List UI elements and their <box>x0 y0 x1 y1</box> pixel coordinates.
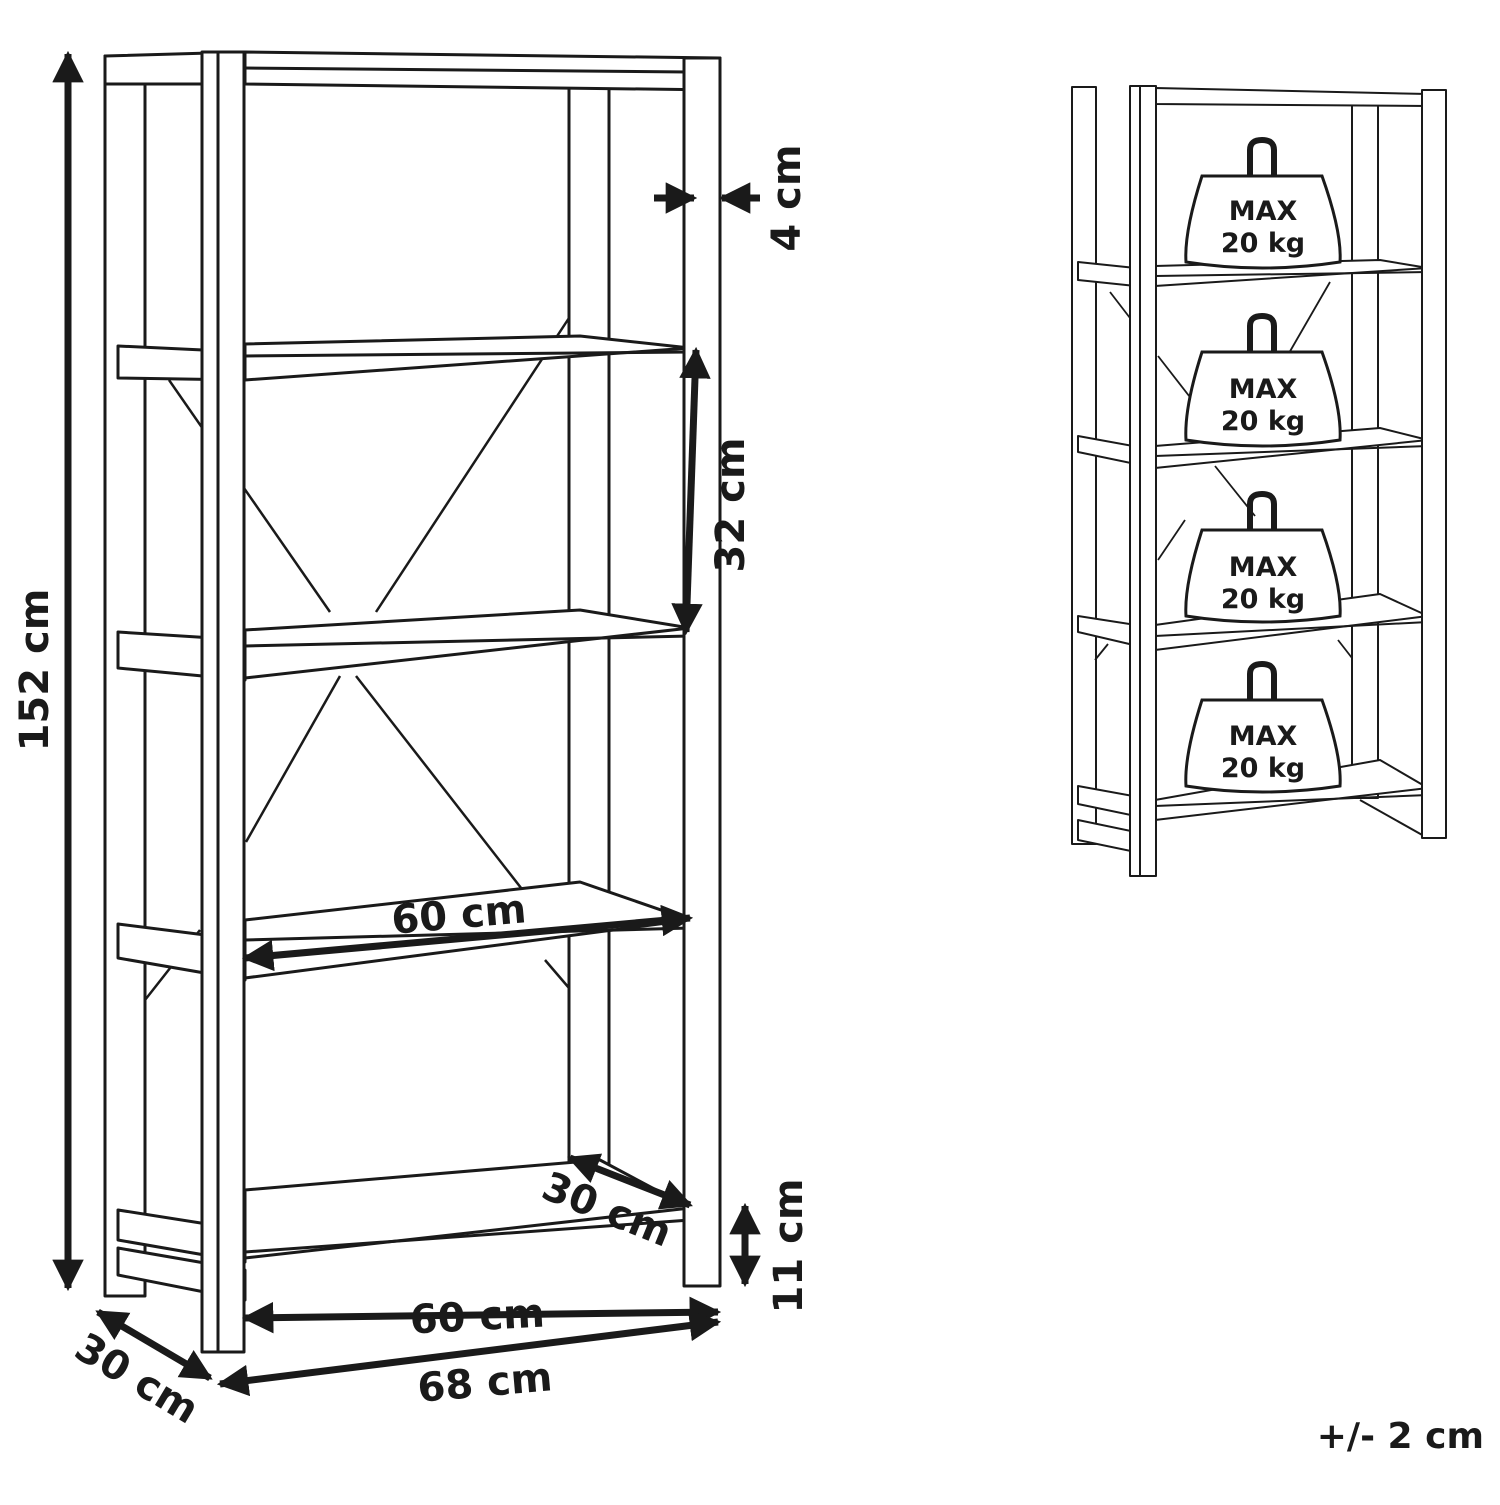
height-label: 152 cm <box>12 589 58 752</box>
shelf-2 <box>243 334 692 382</box>
load-label-line2: 20 kg <box>1221 584 1305 615</box>
shelf-gap-label: 32 cm <box>708 438 754 573</box>
shelf-width-arrow <box>241 904 694 972</box>
load-label-line1: MAX <box>1229 721 1298 752</box>
load-weight-1: MAX 20 kg <box>1184 136 1342 270</box>
shelf-drawing-large <box>103 50 722 1354</box>
shelf-depth-arrow <box>567 1153 693 1210</box>
thickness-label: 4 cm <box>764 144 810 251</box>
load-label-line1: MAX <box>1229 196 1298 227</box>
load-label-line2: 20 kg <box>1221 753 1305 784</box>
front-right-leg <box>682 56 722 1288</box>
clearance-label: 11 cm <box>766 1179 812 1314</box>
outer-width-label: 68 cm <box>416 1354 554 1412</box>
front-left-leg <box>200 50 246 1354</box>
tolerance-note: +/- 2 cm <box>1317 1416 1484 1457</box>
outer-width-arrow <box>216 1309 722 1397</box>
load-weight-3: MAX 20 kg <box>1184 490 1342 624</box>
load-label-line1: MAX <box>1229 374 1298 405</box>
load-weight-4: MAX 20 kg <box>1184 660 1342 794</box>
load-label-line2: 20 kg <box>1221 406 1305 437</box>
dimension-arrows <box>52 50 761 1397</box>
outer-depth-arrow <box>95 1308 213 1382</box>
load-label-line2: 20 kg <box>1221 228 1305 259</box>
cross-braces <box>144 317 571 1001</box>
shelves <box>243 50 722 1260</box>
load-label-line1: MAX <box>1229 552 1298 583</box>
outer-depth-label: 30 cm <box>67 1324 206 1433</box>
shelf-gap-arrow <box>671 346 711 636</box>
back-left-leg <box>103 54 147 1298</box>
inner-width-label: 60 cm <box>409 1291 546 1344</box>
load-weight-2: MAX 20 kg <box>1184 312 1342 448</box>
